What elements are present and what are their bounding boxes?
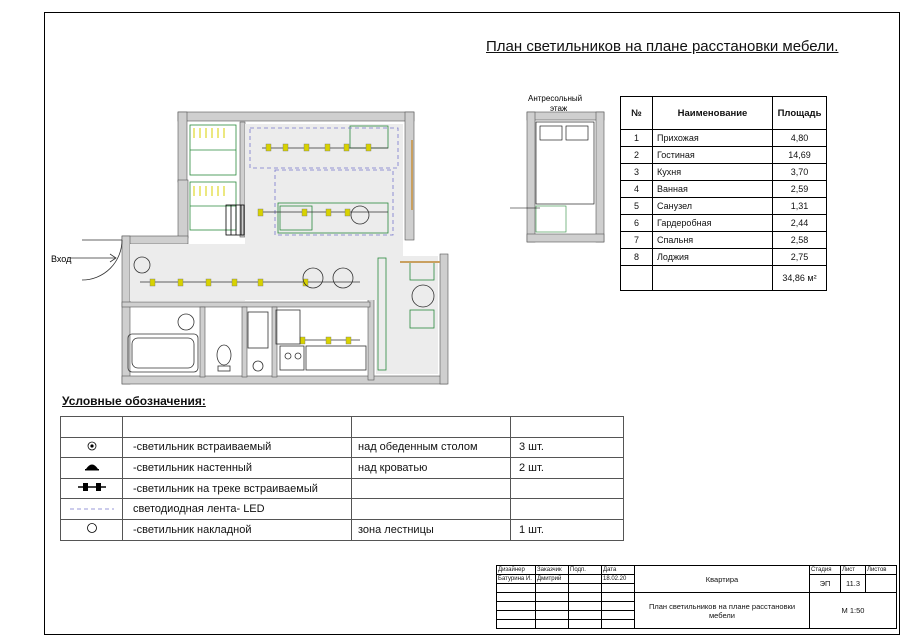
legend-table: -светильник встраиваемый над обеденным с…	[60, 416, 624, 541]
header-area: Площадь	[772, 96, 827, 130]
recessed-light-icon	[60, 436, 123, 459]
sheet-title: План светильников на плане расстановки м…	[634, 592, 810, 629]
entrance-label: Вход	[51, 254, 72, 264]
mezzanine-plan	[510, 111, 605, 243]
entrance-door	[70, 239, 123, 281]
surface-light-icon	[60, 518, 123, 541]
total-area: 34,86 м²	[772, 265, 827, 291]
drawing-frame	[44, 12, 900, 635]
project-name: Квартира	[634, 565, 810, 593]
customer-name: Дмитрий	[535, 574, 569, 584]
wardrobe	[189, 124, 237, 231]
legend-header-row	[60, 416, 624, 438]
mezzanine-label-line1: Антресольный	[528, 94, 582, 103]
track-light-heads	[149, 143, 372, 345]
track-light-icon	[60, 477, 123, 500]
total-row: 34,86 м²	[620, 265, 827, 291]
led-track-lines	[249, 127, 399, 236]
header-name: Наименование	[652, 96, 773, 130]
legend-row: -светильник встраиваемый над обеденным с…	[60, 436, 624, 459]
legend-row: светодиодная лента- LED	[60, 498, 624, 520]
title-block: Дизайнер Заказчик Подп. Дата Квартира Ст…	[496, 565, 897, 629]
wardrobe-hatching	[193, 128, 225, 196]
mezzanine-label-line2: этаж	[550, 104, 568, 113]
legend-row: -светильник настенный над кроватью 2 шт.	[60, 457, 624, 479]
legend-row: -светильник накладной зона лестницы 1 шт…	[60, 518, 624, 541]
designer-name: Батурина И.	[496, 574, 536, 584]
page-title: План светильников на плане расстановки м…	[486, 38, 839, 55]
window-frames	[400, 140, 440, 263]
kitchen	[275, 309, 367, 371]
date: 18.02.20	[601, 574, 635, 584]
sofa-bed	[277, 125, 389, 234]
bathroom	[127, 311, 269, 373]
legend-row: -светильник на треке встраиваемый	[60, 477, 624, 500]
wall-light-icon	[60, 457, 123, 479]
led-strip-icon	[60, 498, 123, 520]
header-number: №	[620, 96, 653, 130]
plan-floor	[130, 124, 438, 374]
stairs	[225, 204, 245, 236]
plan-walls	[121, 111, 449, 385]
areas-table-header: № Наименование Площадь	[620, 96, 827, 130]
loggia	[377, 257, 435, 371]
legend-title: Условные обозначения:	[62, 394, 206, 408]
scale: М 1:50	[809, 592, 897, 629]
dining-table	[133, 205, 435, 331]
